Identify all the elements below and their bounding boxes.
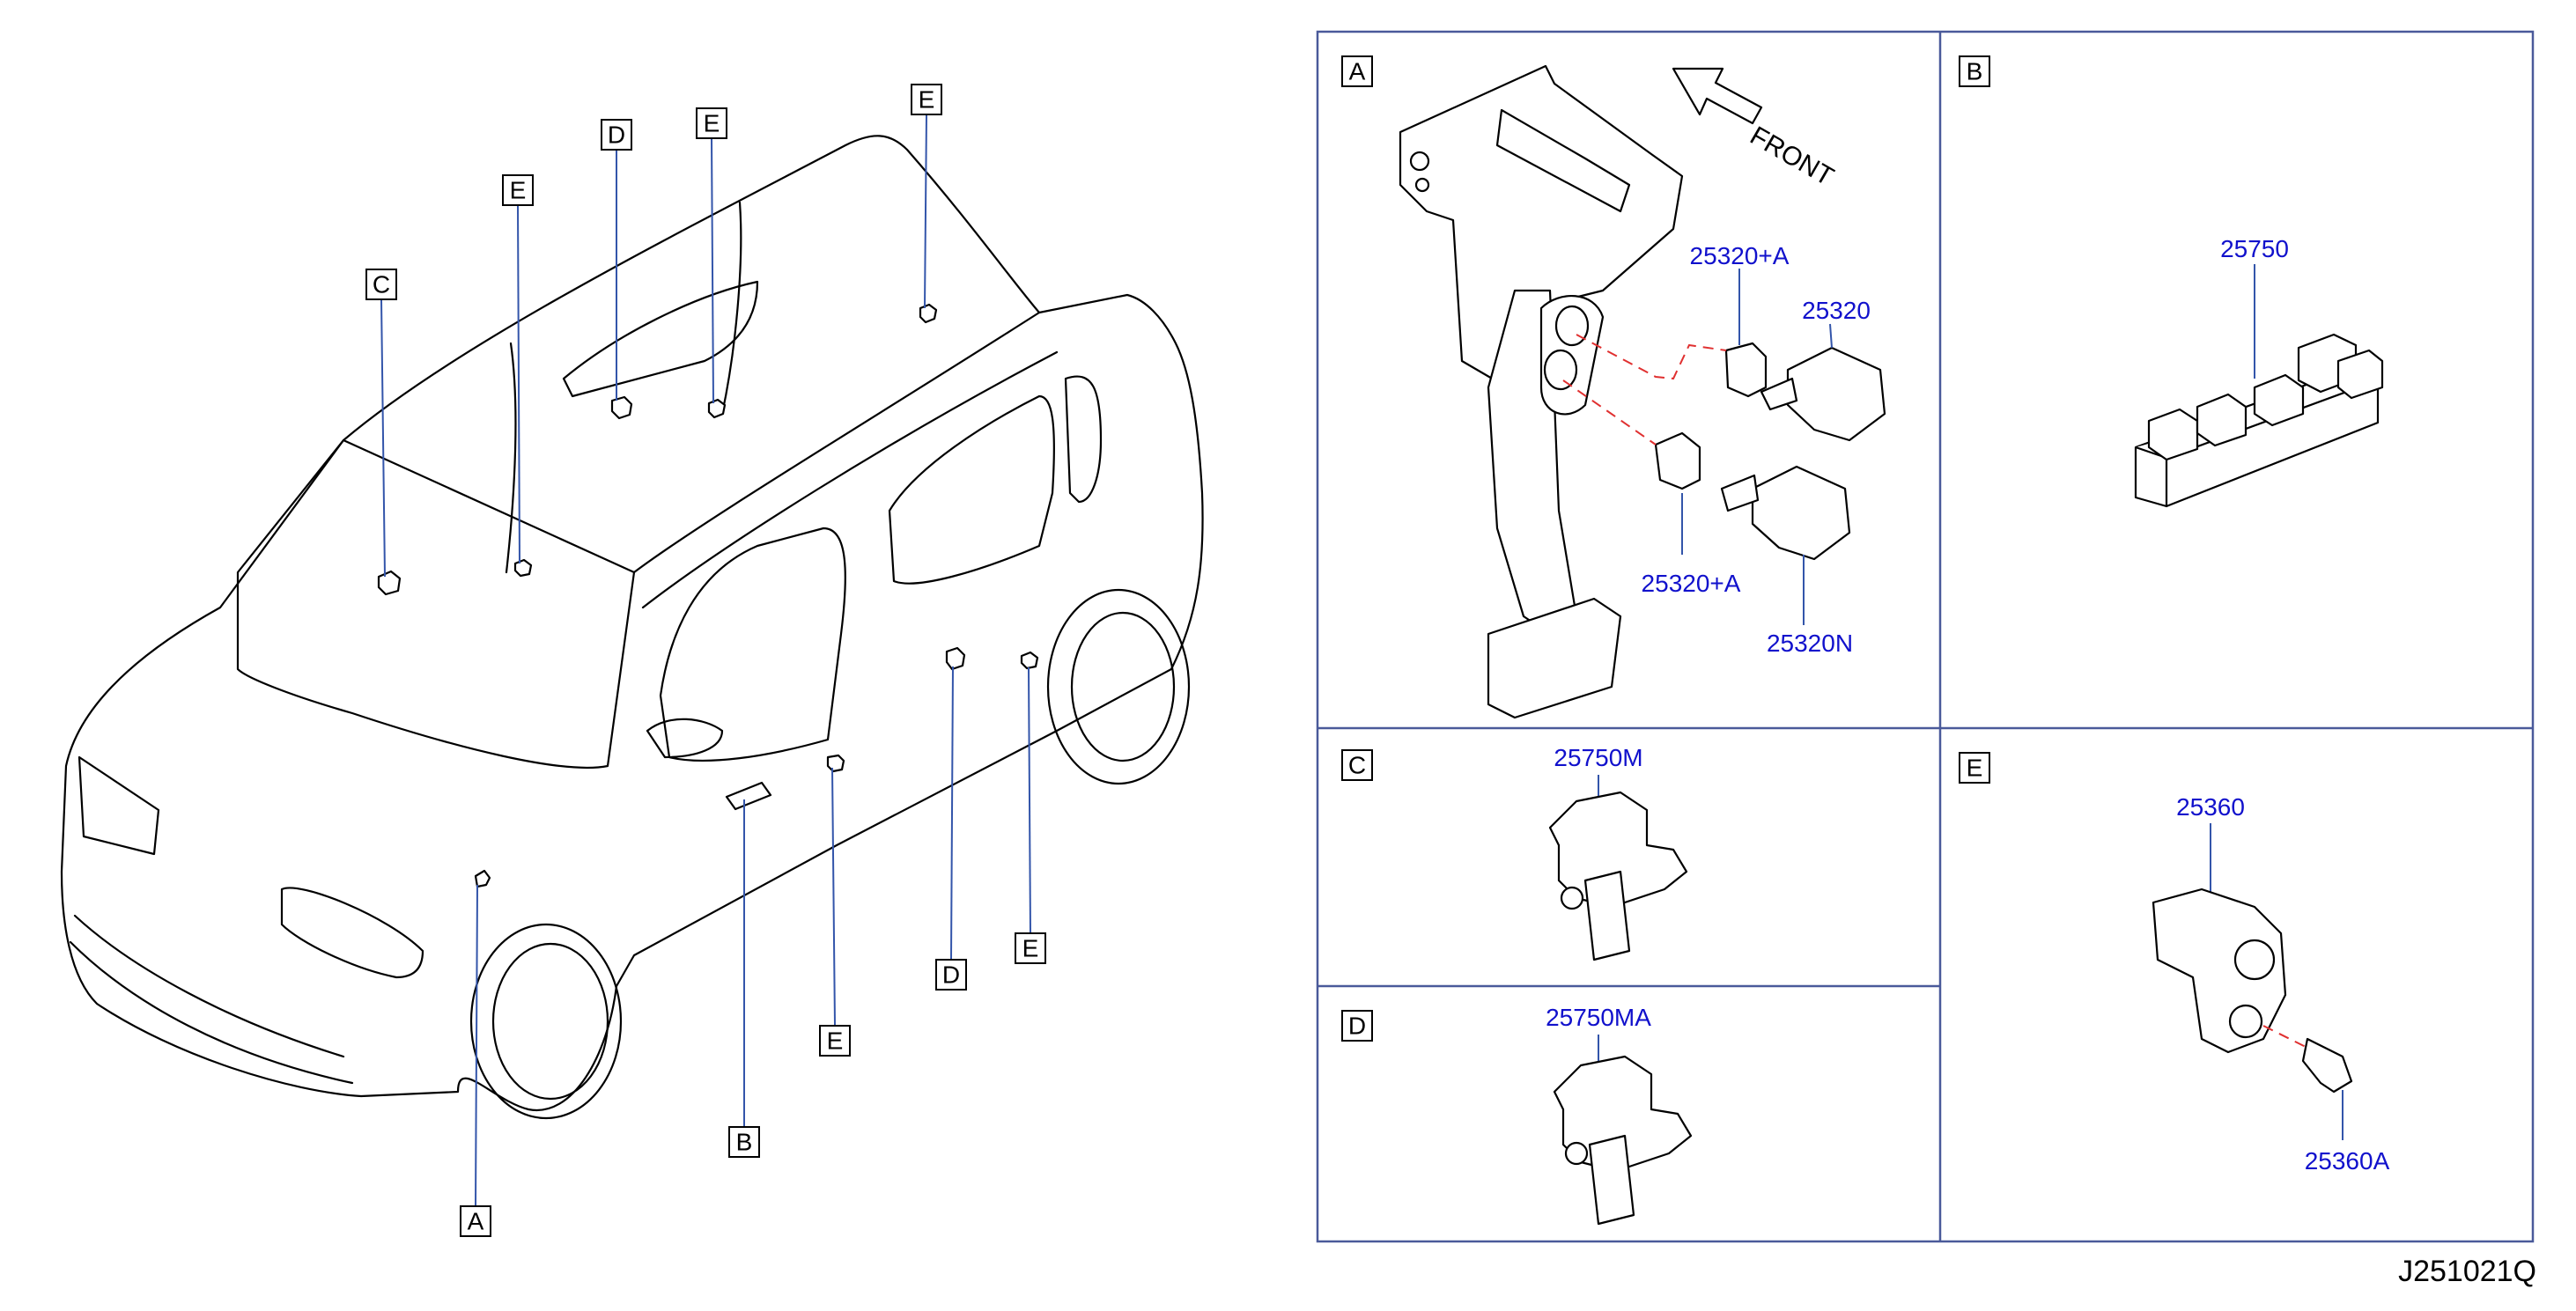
part-number-25320a-upper: 25320+A bbox=[1690, 242, 1790, 269]
part-number-25750ma: 25750MA bbox=[1546, 1004, 1651, 1031]
part-number-25320n: 25320N bbox=[1767, 630, 1853, 657]
panel-c-letter: C bbox=[1348, 752, 1366, 779]
svg-text:C: C bbox=[373, 271, 390, 298]
overview-callout-e-4: E bbox=[819, 1025, 851, 1057]
part-number-25360: 25360 bbox=[2176, 793, 2245, 821]
switch-25320-collar bbox=[1724, 342, 1768, 398]
overview-callout-e-1: E bbox=[502, 174, 534, 206]
overview-callout-d-1: D bbox=[601, 119, 632, 151]
overview-callout-e-2: E bbox=[696, 107, 727, 139]
part-number-25360a: 25360A bbox=[2305, 1147, 2390, 1175]
switch-25750m bbox=[1548, 791, 1688, 909]
overview-callout-a: A bbox=[460, 1205, 491, 1237]
car-switch-markers bbox=[377, 303, 1039, 888]
vehicle-outline bbox=[60, 135, 1204, 1120]
switch-25320 bbox=[1786, 346, 1886, 442]
part-number-25750: 25750 bbox=[2220, 235, 2289, 262]
svg-text:D: D bbox=[608, 122, 625, 149]
overview-callout-c: C bbox=[365, 269, 397, 300]
svg-text:A: A bbox=[468, 1208, 484, 1235]
panel-e-letter: E bbox=[1967, 755, 1983, 782]
panel-b-letter: B bbox=[1967, 58, 1983, 85]
panel-e: E 25360 25360A bbox=[1959, 752, 2390, 1175]
part-number-25320: 25320 bbox=[1802, 297, 1871, 324]
bolt-25360a bbox=[2301, 1037, 2353, 1094]
overview-callout-e-5: E bbox=[1015, 932, 1046, 964]
switch-25320n-collar bbox=[1654, 431, 1701, 490]
panel-a: A FRONT 25320+A 25320 25320+A 2532 bbox=[1341, 55, 1886, 719]
panel-c: C 25750M bbox=[1341, 744, 1688, 961]
diagram-id: J251021Q bbox=[2398, 1255, 2536, 1288]
overview-callout-b: B bbox=[728, 1126, 760, 1158]
pedal-pad bbox=[1487, 597, 1622, 719]
svg-text:E: E bbox=[827, 1027, 844, 1055]
detail-panel-grid bbox=[1316, 30, 2535, 1243]
svg-text:E: E bbox=[510, 177, 527, 204]
front-arrow-icon bbox=[1672, 67, 1763, 125]
panel-d: D 25750MA bbox=[1341, 1004, 1693, 1226]
panel-d-letter: D bbox=[1348, 1013, 1366, 1040]
svg-text:E: E bbox=[1022, 935, 1039, 962]
overview-leaders bbox=[380, 114, 1031, 1207]
svg-text:E: E bbox=[704, 110, 720, 137]
svg-text:E: E bbox=[919, 86, 935, 114]
svg-text:B: B bbox=[736, 1129, 753, 1156]
switch-25750ma bbox=[1553, 1055, 1693, 1173]
part-number-25750m: 25750M bbox=[1554, 744, 1642, 771]
panel-a-letter: A bbox=[1349, 58, 1366, 85]
switch-25320n bbox=[1751, 465, 1851, 561]
front-label: FRONT bbox=[1746, 121, 1839, 191]
part-number-25320a-lower: 25320+A bbox=[1642, 570, 1741, 597]
overview-callout-d-2: D bbox=[935, 959, 967, 991]
panel-b: B 25750 bbox=[1959, 55, 2384, 508]
svg-text:D: D bbox=[942, 961, 960, 989]
overview-callout-e-3: E bbox=[911, 84, 942, 115]
